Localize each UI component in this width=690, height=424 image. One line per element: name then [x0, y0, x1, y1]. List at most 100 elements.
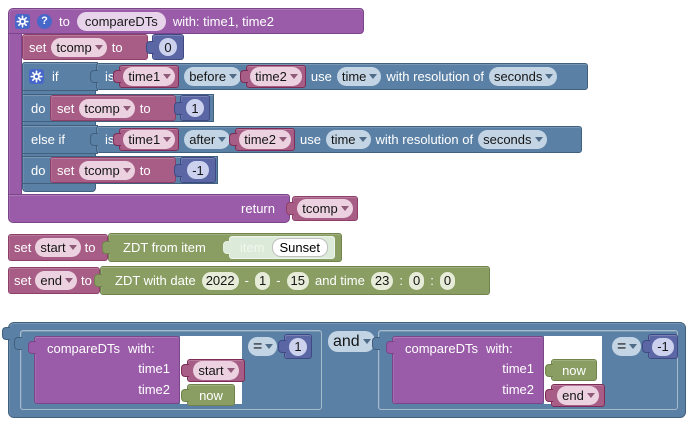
number-field[interactable]: 0: [159, 38, 177, 56]
variable-dropdown-tcomp[interactable]: tcomp: [51, 37, 107, 57]
chevron-down-icon: [226, 368, 235, 373]
variable-block-start[interactable]: start: [181, 359, 245, 382]
else-if-row[interactable]: else if: [22, 125, 98, 154]
chevron-down-icon: [122, 105, 131, 111]
procedure-name-field[interactable]: compareDTs: [76, 11, 166, 31]
datetime-compare-block[interactable]: is time1 before time2 use time with reso…: [90, 63, 588, 90]
second-field[interactable]: 0: [439, 271, 456, 290]
day-field[interactable]: 15: [286, 271, 309, 290]
comparison-operator-dropdown[interactable]: =: [248, 337, 278, 356]
number-block[interactable]: 1: [174, 95, 210, 121]
year-field[interactable]: 2022: [201, 271, 239, 290]
variable-block-time1[interactable]: time1: [113, 65, 180, 88]
connector-tab: [146, 41, 154, 54]
minute-field[interactable]: 0: [408, 271, 425, 290]
set-label: set: [57, 100, 75, 116]
connector-tab: [278, 340, 286, 353]
set-variable-block[interactable]: set start to: [8, 234, 108, 261]
procedure-return-row[interactable]: return: [8, 194, 290, 223]
variable-dropdown-end[interactable]: end: [35, 271, 78, 290]
procedure-def-header[interactable]: ? to compareDTs with: time1, time2: [8, 8, 364, 34]
now-block[interactable]: now: [545, 359, 597, 381]
connector-tab: [94, 274, 102, 287]
number-field[interactable]: -1: [652, 337, 674, 356]
hour-field[interactable]: 23: [370, 271, 394, 290]
zdt-from-item-block[interactable]: ZDT from item item Sunset: [102, 233, 342, 262]
variable-dropdown-time2[interactable]: time2: [239, 130, 291, 149]
chevron-down-icon: [545, 74, 554, 79]
resolution-dropdown-seconds[interactable]: seconds: [488, 67, 558, 86]
month-field[interactable]: 1: [254, 271, 271, 290]
item-block[interactable]: item Sunset: [222, 236, 335, 259]
zdt-with-date-block[interactable]: ZDT with date 2022 - 1 - 15 and time 23 …: [94, 266, 490, 295]
if-header-row[interactable]: if: [22, 62, 98, 91]
return-label: return: [241, 201, 275, 216]
procedure-def-spine[interactable]: [8, 30, 22, 196]
set-variable-block[interactable]: set end to: [8, 267, 100, 294]
chevron-down-icon: [122, 167, 131, 173]
number-field[interactable]: -1: [187, 161, 209, 179]
resolution-dropdown-seconds[interactable]: seconds: [478, 130, 547, 149]
number-block[interactable]: 1: [278, 334, 312, 359]
variable-dropdown-tcomp[interactable]: tcomp: [297, 199, 353, 218]
set-label: set: [57, 162, 75, 178]
variable-dropdown-end[interactable]: end: [557, 386, 599, 405]
operator-dropdown-before[interactable]: before: [184, 67, 242, 86]
variable-dropdown-start[interactable]: start: [35, 238, 81, 257]
datetime-compare-block[interactable]: is time1 after time2 use time with resol…: [90, 126, 582, 153]
number-block[interactable]: -1: [174, 157, 216, 183]
chevron-down-icon: [534, 137, 543, 142]
variable-block-end[interactable]: end: [545, 384, 605, 407]
source-dropdown-time[interactable]: time: [336, 67, 382, 86]
procedure-params-label: with: time1, time2: [172, 13, 274, 29]
operator-dropdown-after[interactable]: after: [184, 130, 231, 149]
variable-dropdown-tcomp[interactable]: tcomp: [79, 160, 135, 180]
variable-block-time2[interactable]: time2: [240, 65, 306, 88]
procedure-call-block[interactable]: compareDTs with: time1 time2: [28, 336, 180, 404]
variable-dropdown-time2[interactable]: time2: [250, 67, 302, 86]
connector-tab: [113, 70, 122, 83]
variable-dropdown-time1[interactable]: time1: [123, 67, 176, 86]
set-variable-block[interactable]: set tcomp to: [22, 34, 148, 60]
variable-dropdown-tcomp[interactable]: tcomp: [79, 98, 135, 118]
now-block[interactable]: now: [181, 384, 235, 406]
chevron-down-icon: [163, 137, 172, 142]
is-label: is: [105, 69, 115, 84]
help-icon[interactable]: ?: [37, 13, 52, 29]
gear-icon[interactable]: [29, 69, 44, 84]
variable-block-time1[interactable]: time1: [113, 128, 180, 151]
chevron-down-icon: [369, 74, 378, 79]
connector-tab: [102, 241, 110, 254]
zdt-from-item-label: ZDT from item: [123, 240, 206, 255]
variable-block-time2[interactable]: time2: [229, 128, 295, 151]
gear-icon[interactable]: [15, 13, 30, 29]
to-label: to: [84, 240, 96, 255]
is-label: is: [105, 132, 115, 147]
connector-tab: [2, 327, 10, 340]
variable-dropdown-time1[interactable]: time1: [123, 130, 176, 149]
comparison-operator-dropdown[interactable]: =: [612, 337, 642, 356]
number-block[interactable]: -1: [642, 334, 678, 359]
number-field[interactable]: 1: [289, 337, 307, 356]
set-variable-block[interactable]: set tcomp to: [50, 95, 176, 121]
connector-tab: [113, 133, 122, 146]
chevron-down-icon: [586, 393, 595, 398]
item-name-field[interactable]: Sunset: [271, 238, 328, 257]
number-block[interactable]: 0: [146, 34, 184, 60]
variable-block-tcomp[interactable]: tcomp: [286, 196, 358, 221]
connector-tab: [181, 389, 189, 402]
connector-tab: [90, 133, 98, 146]
item-label: item: [239, 240, 265, 255]
resolution-label: with resolution of: [375, 132, 474, 147]
variable-dropdown-start[interactable]: start: [193, 361, 239, 380]
to-label: to: [139, 100, 151, 116]
and-operator-dropdown[interactable]: and: [328, 331, 375, 352]
connector-tab: [642, 340, 650, 353]
set-variable-block[interactable]: set tcomp to: [50, 157, 176, 183]
set-label: set: [14, 240, 32, 255]
number-field[interactable]: 1: [186, 99, 204, 117]
source-dropdown-time[interactable]: time: [325, 130, 371, 149]
procedure-call-block[interactable]: compareDTs with: time1 time2: [386, 336, 544, 404]
to-label: to: [59, 13, 70, 29]
